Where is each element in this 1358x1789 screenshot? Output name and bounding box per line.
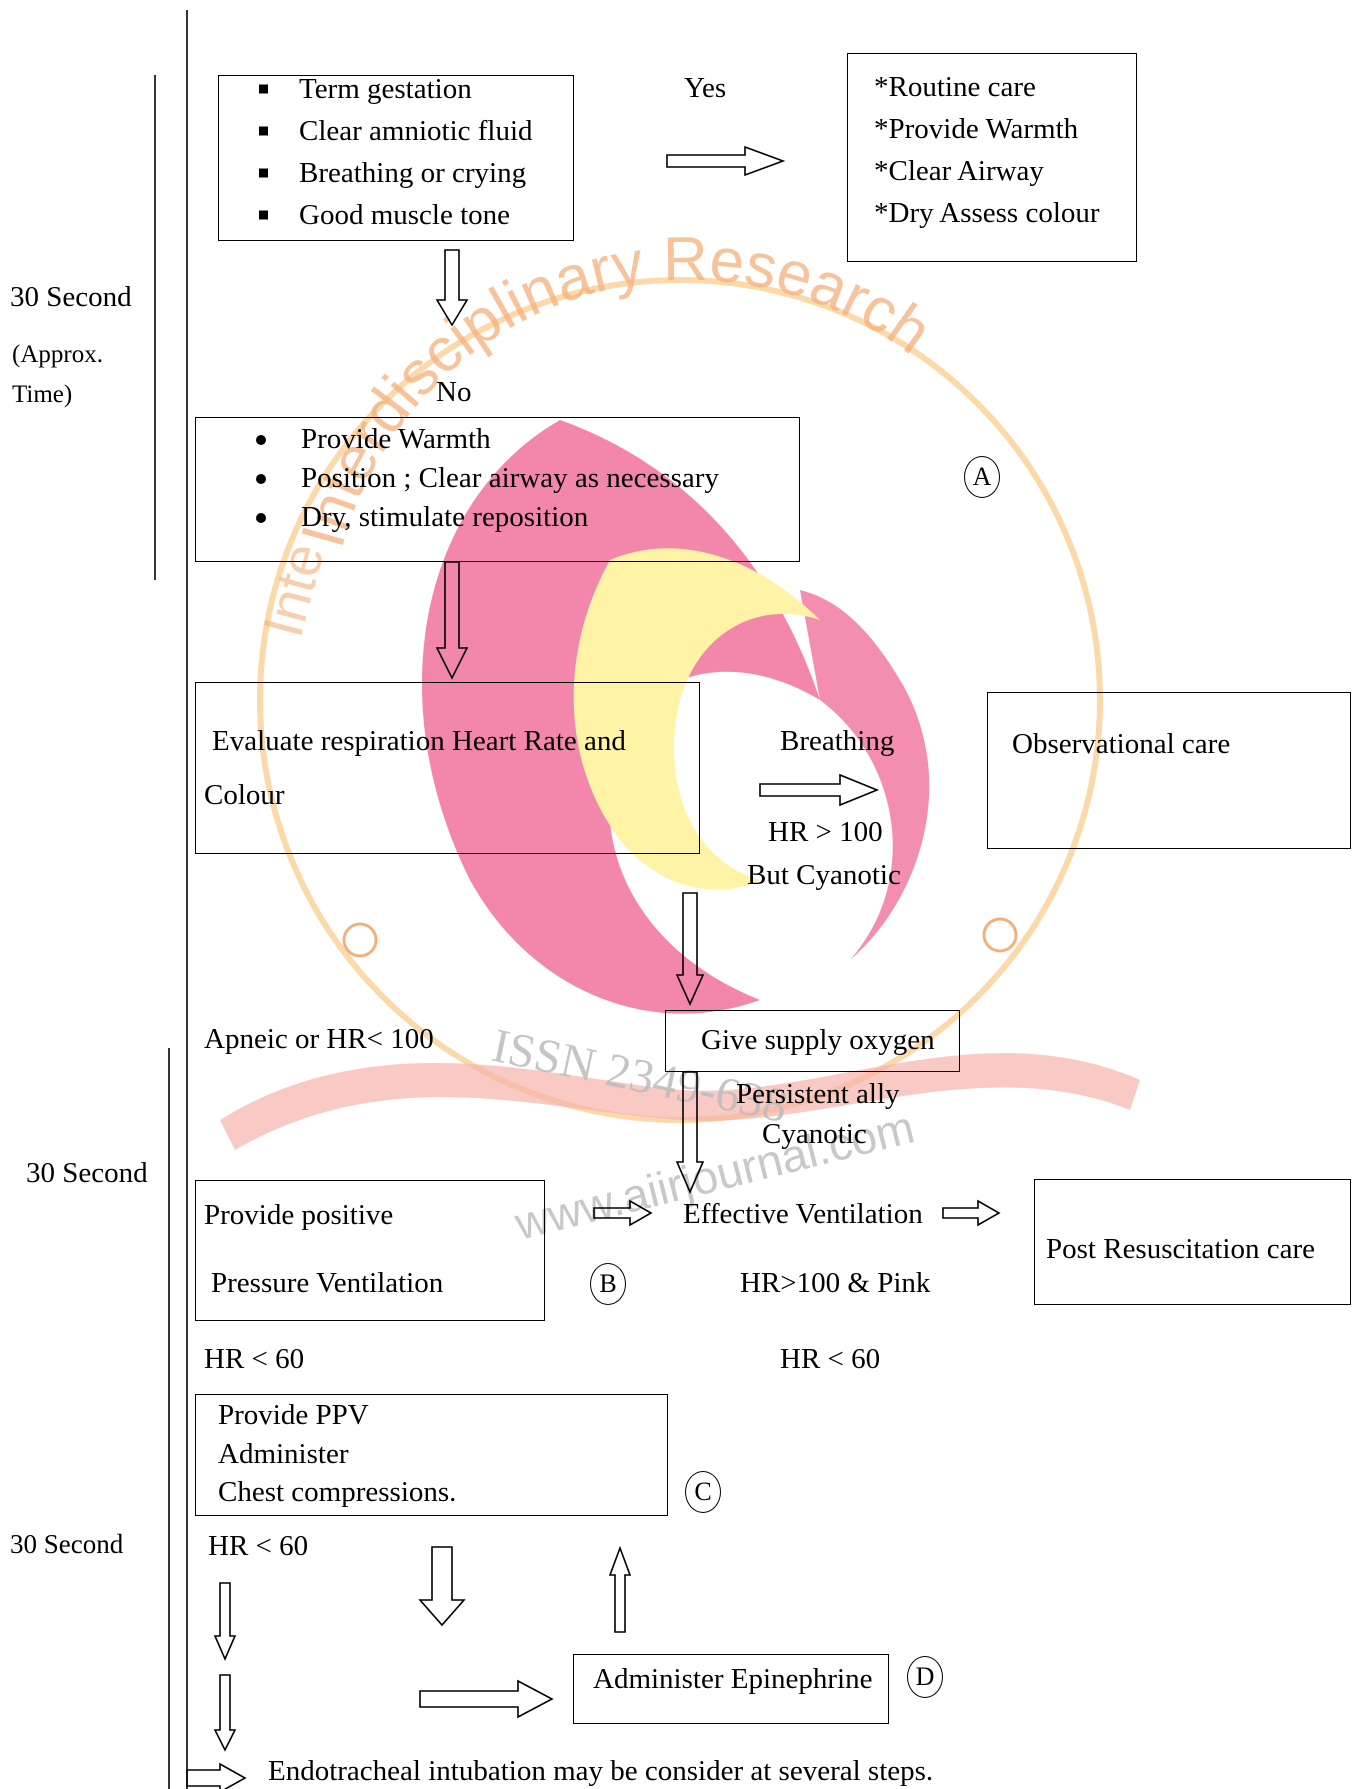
arrow-epinephrine-up xyxy=(608,1545,632,1633)
marker-d: D xyxy=(907,1656,943,1698)
supply-oxygen-box: Give supply oxygen xyxy=(665,1010,960,1072)
routine-item: *Clear Airway xyxy=(874,155,1044,187)
hr-below-60-third: HR < 60 xyxy=(208,1530,309,1562)
ppv2-line-2: Administer xyxy=(218,1438,349,1470)
routine-item: *Routine care xyxy=(874,71,1036,103)
arrow-yes-right xyxy=(666,145,786,177)
post-resuscitation-text: Post Resuscitation care xyxy=(1046,1233,1316,1265)
hr-below-60-left: HR < 60 xyxy=(204,1343,305,1375)
post-resuscitation-box: Post Resuscitation care xyxy=(1034,1179,1351,1305)
cyanotic-label: Cyanotic xyxy=(762,1118,867,1150)
initial-steps-list: Provide Warmth Position ; Clear airway a… xyxy=(196,420,799,537)
routine-item: *Dry Assess colour xyxy=(874,197,1100,229)
epinephrine-text: Administer Epinephrine xyxy=(593,1663,873,1695)
arrow-oxygen-down xyxy=(675,1071,705,1195)
hr-above-100-label: HR > 100 xyxy=(768,816,883,848)
evaluate-line-1: Evaluate respiration Heart Rate and xyxy=(212,725,626,757)
initial-step-item: Position ; Clear airway as necessary xyxy=(196,459,799,498)
arrow-ppv-right xyxy=(593,1199,653,1227)
evaluate-box: Evaluate respiration Heart Rate and Colo… xyxy=(195,682,700,854)
observational-care-text: Observational care xyxy=(1012,728,1231,760)
hr-below-60-right: HR < 60 xyxy=(780,1343,881,1375)
time-label-approx-time: Time) xyxy=(12,381,73,408)
marker-c: C xyxy=(685,1471,721,1513)
arrow-to-intubation xyxy=(186,1762,247,1789)
time-label-approx: (Approx. xyxy=(12,341,103,368)
time-label-first: 30 Second xyxy=(10,281,132,313)
ppv2-line-3: Chest compressions. xyxy=(218,1476,457,1508)
criteria-item: Good muscle tone xyxy=(219,194,573,236)
criteria-item: Clear amniotic fluid xyxy=(219,110,573,152)
arrow-breathing-right xyxy=(759,773,880,807)
yes-label: Yes xyxy=(684,72,727,104)
observational-care-box: Observational care xyxy=(987,692,1351,849)
hr-pink-label: HR>100 & Pink xyxy=(740,1267,931,1299)
persistent-label: Persistent ally xyxy=(736,1078,900,1110)
breathing-label: Breathing xyxy=(780,725,895,757)
routine-item: *Provide Warmth xyxy=(874,113,1079,145)
time-label-third: 30 Second xyxy=(10,1529,124,1559)
initial-steps-box: Provide Warmth Position ; Clear airway a… xyxy=(195,417,800,562)
arrow-left-down-1 xyxy=(213,1582,237,1662)
initial-step-item: Provide Warmth xyxy=(196,420,799,459)
arrow-effective-right xyxy=(942,1199,1001,1227)
apneic-label: Apneic or HR< 100 xyxy=(204,1023,434,1055)
effective-ventilation-label: Effective Ventilation xyxy=(683,1198,923,1230)
arrow-no-down xyxy=(435,249,469,327)
epinephrine-box: Administer Epinephrine xyxy=(573,1654,889,1724)
ppv-line-2: Pressure Ventilation xyxy=(211,1267,444,1299)
ppv2-line-1: Provide PPV xyxy=(218,1399,369,1431)
initial-step-item: Dry, stimulate reposition xyxy=(196,498,799,537)
intubation-note: Endotracheal intubation may be consider … xyxy=(268,1755,934,1787)
no-label: No xyxy=(436,376,472,408)
marker-b: B xyxy=(590,1263,626,1305)
criteria-item: Term gestation xyxy=(219,68,573,110)
supply-oxygen-text: Give supply oxygen xyxy=(701,1024,935,1056)
assessment-criteria-box: Term gestation Clear amniotic fluid Brea… xyxy=(218,73,574,241)
ppv-box: Provide positive Pressure Ventilation xyxy=(195,1180,545,1321)
marker-a: A xyxy=(964,456,1000,498)
assessment-criteria-list: Term gestation Clear amniotic fluid Brea… xyxy=(219,68,573,236)
arrow-cyanotic-down xyxy=(675,892,705,1006)
arrow-to-epinephrine xyxy=(419,1679,554,1719)
routine-care-box: *Routine care *Provide Warmth *Clear Air… xyxy=(847,53,1137,262)
arrow-box2-down xyxy=(435,561,469,680)
ppv-compressions-box: Provide PPV Administer Chest compression… xyxy=(195,1394,668,1516)
ppv-line-1: Provide positive xyxy=(204,1199,394,1231)
time-label-second: 30 Second xyxy=(26,1157,148,1189)
arrow-left-down-2 xyxy=(213,1674,237,1752)
arrow-ppv2-down xyxy=(418,1546,466,1627)
evaluate-line-2: Colour xyxy=(204,779,285,811)
but-cyanotic-label: But Cyanotic xyxy=(747,859,901,891)
criteria-item: Breathing or crying xyxy=(219,152,573,194)
